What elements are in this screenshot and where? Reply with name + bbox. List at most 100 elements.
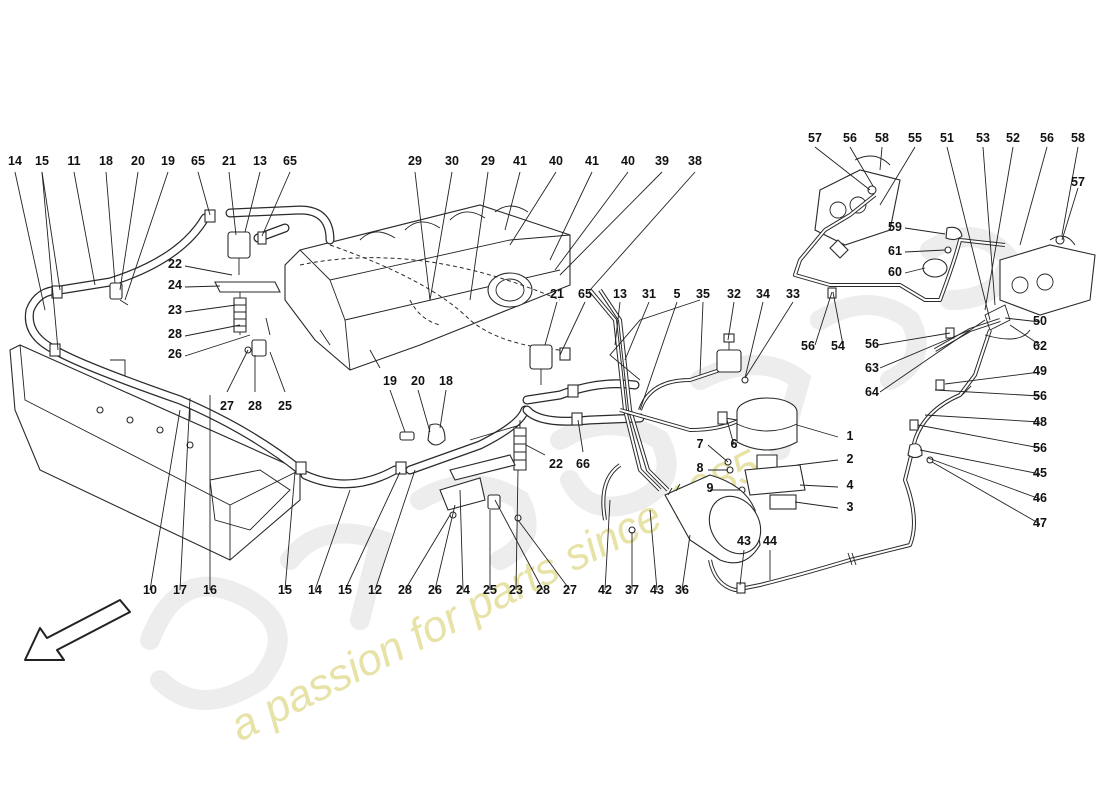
- callout-label: 26: [168, 347, 182, 361]
- callout-label: 43: [737, 534, 751, 548]
- callout-label: 54: [831, 339, 845, 353]
- callout-label: 32: [727, 287, 741, 301]
- callout-label: 26: [428, 583, 442, 597]
- callout-label: 20: [411, 374, 425, 388]
- secondary-air-pump: [717, 397, 806, 510]
- callout-label: 16: [203, 583, 217, 597]
- callout-label: 56: [843, 131, 857, 145]
- callout-label: 35: [696, 287, 710, 301]
- centre-air-valve: [439, 344, 645, 522]
- callout-label: 65: [283, 154, 297, 168]
- callout-label: 56: [1040, 131, 1054, 145]
- callout-label: 25: [278, 399, 292, 413]
- callout-label: 56: [1033, 389, 1047, 403]
- callout-label: 6: [731, 437, 738, 451]
- callout-label: 37: [625, 583, 639, 597]
- callout-label: 51: [940, 131, 954, 145]
- callout-label: 9: [707, 481, 714, 495]
- callout-label: 41: [513, 154, 527, 168]
- chassis-rail: [9, 344, 301, 561]
- exhaust-check-valve: [922, 226, 963, 278]
- direction-arrow-icon: [24, 599, 131, 661]
- callout-label: 38: [688, 154, 702, 168]
- charcoal-canister: [628, 383, 972, 594]
- callout-label: 33: [786, 287, 800, 301]
- callout-label: 58: [875, 131, 889, 145]
- callout-label: 34: [756, 287, 770, 301]
- callout-label: 7: [697, 437, 704, 451]
- callout-label: 57: [808, 131, 822, 145]
- callout-label: 44: [763, 534, 777, 548]
- callout-label: 20: [131, 154, 145, 168]
- callout-label: 13: [253, 154, 267, 168]
- callout-label: 50: [1033, 314, 1047, 328]
- callout-label: 52: [1006, 131, 1020, 145]
- callout-label: 60: [888, 265, 902, 279]
- callout-label: 31: [642, 287, 656, 301]
- callout-label: 49: [1033, 364, 1047, 378]
- callout-label: 15: [278, 583, 292, 597]
- callout-label: 48: [1033, 415, 1047, 429]
- callout-label: 27: [563, 583, 577, 597]
- callout-label: 21: [222, 154, 236, 168]
- centre-bracket-parts: [399, 423, 446, 446]
- callout-label: 30: [445, 154, 459, 168]
- callout-label: 43: [650, 583, 664, 597]
- callout-label: 63: [865, 361, 879, 375]
- callout-label: 14: [308, 583, 322, 597]
- callout-label: 55: [908, 131, 922, 145]
- callout-label: 2: [847, 452, 854, 466]
- callout-label: 17: [173, 583, 187, 597]
- callout-label: 22: [168, 257, 182, 271]
- callout-label: 23: [168, 303, 182, 317]
- callout-label: 14: [8, 154, 22, 168]
- callout-label: 40: [549, 154, 563, 168]
- callout-label: 29: [408, 154, 422, 168]
- vacuum-tubes: [588, 288, 741, 521]
- callout-label: 22: [549, 457, 563, 471]
- callout-label: 25: [483, 583, 497, 597]
- callout-label: 11: [67, 154, 80, 168]
- callout-label: 28: [248, 399, 262, 413]
- callout-label: 56: [801, 339, 815, 353]
- callout-label: 56: [865, 337, 879, 351]
- callout-label: 29: [481, 154, 495, 168]
- right-vent-lines: [907, 304, 1031, 464]
- callout-label: 45: [1033, 466, 1047, 480]
- callout-label: 61: [888, 244, 902, 258]
- callout-label: 46: [1033, 491, 1047, 505]
- exhaust-silencer-right: [999, 235, 1096, 316]
- callout-label: 1: [847, 429, 854, 443]
- callout-label: 40: [621, 154, 635, 168]
- callout-label: 18: [439, 374, 453, 388]
- callout-label: 62: [1033, 339, 1047, 353]
- left-air-valve: [109, 231, 281, 357]
- callout-label: 36: [675, 583, 689, 597]
- callout-label: 5: [674, 287, 681, 301]
- callout-label: 24: [456, 583, 470, 597]
- callout-label: 47: [1033, 516, 1047, 530]
- intake-manifold: [284, 204, 571, 371]
- callout-label: 3: [847, 500, 854, 514]
- callout-label: 65: [191, 154, 205, 168]
- callout-label: 41: [585, 154, 599, 168]
- callout-label: 24: [168, 278, 182, 292]
- callout-label: 21: [550, 287, 564, 301]
- callout-label: 39: [655, 154, 669, 168]
- callout-label: 13: [613, 287, 627, 301]
- callout-label: 66: [576, 457, 590, 471]
- callout-label: 23: [509, 583, 523, 597]
- callout-label: 64: [865, 385, 879, 399]
- callout-label: 28: [536, 583, 550, 597]
- callout-label: 53: [976, 131, 990, 145]
- callout-label: 18: [99, 154, 113, 168]
- leader-lines: [14, 146, 1079, 591]
- callout-label: 15: [338, 583, 352, 597]
- left-air-hoses: [24, 205, 530, 489]
- callout-label: 59: [888, 220, 902, 234]
- callout-label: 19: [383, 374, 397, 388]
- callout-label: 15: [35, 154, 49, 168]
